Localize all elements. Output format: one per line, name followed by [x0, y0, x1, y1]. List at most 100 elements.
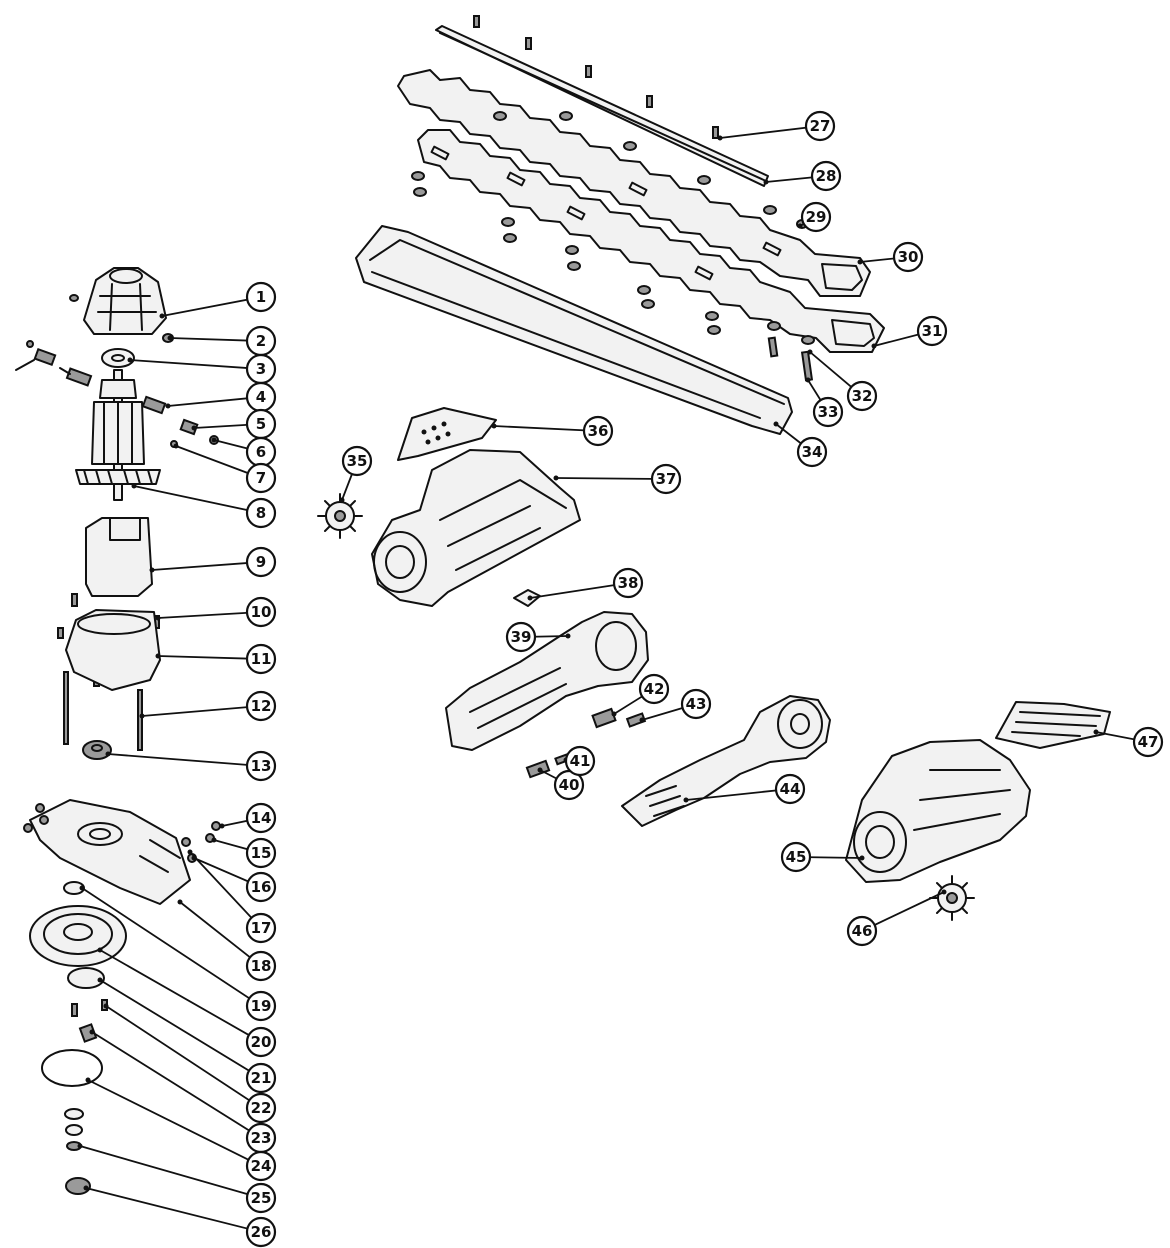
callout-number: 17: [251, 919, 272, 937]
callout-leader: [555, 477, 667, 480]
lower-blade: [417, 129, 885, 353]
blade-slots: [430, 145, 782, 281]
callout-leader: [169, 337, 262, 342]
callout-number: 13: [251, 757, 272, 775]
callout-number: 46: [852, 922, 873, 940]
callout-circle: [846, 380, 878, 412]
callout-circle: [638, 673, 670, 705]
callout-leader-dot: [773, 421, 779, 427]
callout-number: 31: [922, 322, 943, 340]
callout-leader: [105, 1005, 262, 1109]
callout-leader-dot: [611, 711, 617, 717]
callout-circle: [812, 396, 844, 428]
callout-leader: [87, 1079, 262, 1167]
callout-25: 25: [77, 1143, 277, 1214]
callout-number: 19: [251, 997, 272, 1015]
callout-13: 13: [105, 750, 277, 782]
callout-number: 25: [251, 1189, 272, 1207]
callout-leader: [99, 979, 262, 1079]
callout-leader-dot: [173, 443, 179, 449]
callout-leader-dot: [807, 349, 813, 355]
callout-number: 29: [806, 208, 827, 226]
callout-number: 1: [256, 288, 266, 306]
callout-leader-dot: [149, 567, 155, 573]
callout-circle: [800, 201, 832, 233]
callout-leader-dot: [797, 223, 803, 229]
callout-circle: [564, 745, 596, 777]
callout-leader-dot: [219, 823, 225, 829]
callout-circle: [245, 596, 277, 628]
callout-2: 2: [167, 325, 277, 357]
callout-leader-dot: [859, 855, 865, 861]
callout-31: 31: [871, 315, 948, 349]
callout-number: 30: [898, 248, 919, 266]
callout-circle: [245, 1216, 277, 1248]
callout-6: 6: [211, 436, 277, 468]
callout-circle: [245, 871, 277, 903]
callout-number: 2: [256, 332, 266, 350]
callout-leader: [99, 949, 262, 1043]
callout-leader-dot: [553, 475, 559, 481]
callout-circle: [810, 160, 842, 192]
callout-leader-dot: [339, 497, 345, 503]
callout-leader-dot: [127, 357, 133, 363]
callout-leader-dot: [537, 767, 543, 773]
callout-circle: [780, 841, 812, 873]
callout-circle: [245, 912, 277, 944]
callout-number: 27: [810, 117, 831, 135]
callout-47: 47: [1093, 726, 1164, 758]
callout-circle: [245, 643, 277, 675]
callout-leader-dot: [565, 633, 571, 639]
callout-number: 32: [852, 387, 873, 405]
callout-leader-dot: [1093, 729, 1099, 735]
callout-11: 11: [155, 643, 277, 675]
callout-leader-dot: [89, 1029, 95, 1035]
callout-circle: [245, 1026, 277, 1058]
callout-leader-dot: [683, 797, 689, 803]
callout-number: 22: [251, 1099, 272, 1117]
callout-23: 23: [89, 1029, 277, 1154]
callout-number: 23: [251, 1129, 272, 1147]
callout-4: 4: [165, 381, 277, 413]
callout-46: 46: [846, 889, 947, 947]
callout-leader-dot: [105, 751, 111, 757]
callout-number: 11: [251, 650, 272, 668]
callout-leader-dot: [491, 423, 497, 429]
callout-leader: [151, 561, 262, 571]
blade-assembly: [355, 15, 885, 435]
callout-leader: [685, 788, 791, 801]
callout-circle: [245, 1182, 277, 1214]
callout-41: 41: [563, 745, 596, 777]
callout-21: 21: [97, 977, 277, 1094]
stator: [85, 517, 153, 597]
callout-26: 26: [83, 1185, 277, 1248]
callout-10: 10: [155, 596, 277, 628]
callout-leader: [529, 582, 629, 599]
callout-20: 20: [97, 947, 277, 1058]
motor-housing: [65, 609, 161, 691]
callout-44: 44: [683, 773, 806, 805]
callout-leader: [107, 753, 262, 767]
callout-5: 5: [191, 408, 277, 440]
callout-45: 45: [780, 841, 865, 873]
callout-circle: [245, 1062, 277, 1094]
callout-number: 34: [802, 443, 823, 461]
callout-7: 7: [173, 443, 277, 494]
callout-leader: [85, 1187, 262, 1233]
callout-leader-dot: [211, 837, 217, 843]
callout-circle: [774, 773, 806, 805]
callout-circle: [245, 750, 277, 782]
callout-number: 36: [588, 422, 609, 440]
callout-circle: [505, 621, 537, 653]
callout-leader: [81, 887, 262, 1007]
callout-43: 43: [639, 688, 712, 723]
callout-number: 6: [256, 443, 266, 461]
rear-handle: [621, 695, 831, 827]
callout-number: 41: [570, 752, 591, 770]
callout-18: 18: [177, 899, 277, 982]
callout-leader-dot: [97, 947, 103, 953]
callout-12: 12: [139, 690, 277, 722]
callout-leader-dot: [159, 313, 165, 319]
callout-leader: [91, 1031, 262, 1139]
